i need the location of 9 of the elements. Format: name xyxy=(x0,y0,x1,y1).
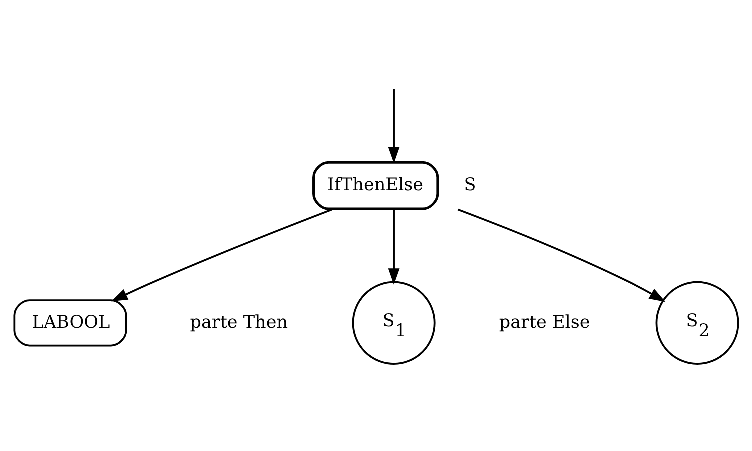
label: parte Then xyxy=(190,312,288,332)
label: parte Else xyxy=(498,312,590,332)
arrow xyxy=(388,210,400,284)
arrow xyxy=(457,208,666,302)
node-box: LABOOL xyxy=(13,299,127,346)
node-label: S xyxy=(464,174,476,195)
node-box: IfThenElse xyxy=(312,160,439,210)
arrow xyxy=(110,208,332,302)
arrow xyxy=(388,88,400,164)
